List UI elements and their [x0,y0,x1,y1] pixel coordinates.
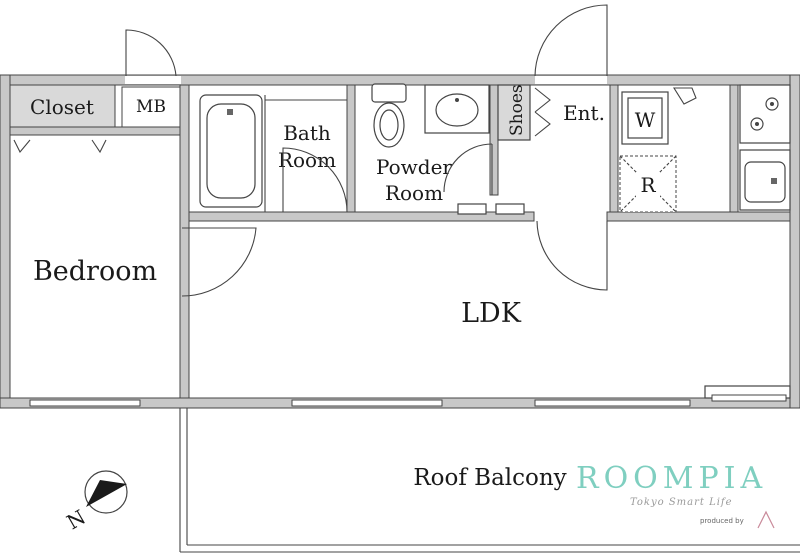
bath-label-1: Bath [283,121,331,145]
kitchen-sink-icon [739,149,791,211]
watermark-tagline: Tokyo Smart Life [630,497,733,508]
ldk-door-swing [536,220,608,291]
closet-label: Closet [30,95,94,119]
compass-needle-icon [86,480,127,507]
shoes-label: Shoes [507,84,527,136]
drain-icon [227,109,233,115]
bedroom-label: Bedroom [33,256,157,287]
bath-door-swing [282,147,348,213]
closet-box [9,84,116,128]
closet-door-mark [13,139,31,153]
compass: N [63,470,128,535]
watermark-produced-by: produced by [700,517,744,525]
balcony-outline [179,408,800,553]
powder-label-1: Powder [376,155,452,179]
watermark-logo-icon [757,510,775,529]
step-left [457,203,487,215]
powder-label-2: Room [385,181,443,205]
closet-door-mark-2 [91,139,107,154]
windows [29,394,787,407]
mb-box [121,86,181,128]
bath-label-2: Room [278,148,336,172]
shoes-cabinet [497,84,531,141]
washer-label: W [635,108,656,132]
washer-tap-icon [673,87,697,105]
toilet-icon [371,83,407,148]
watermark-brand: ROOMPIA [576,461,767,496]
powder-door-swing [443,143,493,193]
shoes-door-mark [534,87,551,137]
stove-icon [739,84,791,144]
interior-walls [9,84,791,399]
balcony-label: Roof Balcony [413,465,566,491]
roompia-watermark: ROOMPIA Tokyo Smart Life produced by [576,461,775,529]
entrance-door-swing [534,4,608,77]
mb-door-swing [125,29,177,77]
mb-label: MB [136,97,166,117]
entrance-label: Ent. [563,101,605,125]
bedroom-door-swing [181,227,257,297]
step-right [495,203,525,215]
compass-north-label: N [63,505,90,535]
sink-icon [424,84,490,134]
fridge-label: R [640,173,656,197]
ldk-label: LDK [461,298,522,329]
bathtub-inner [206,103,256,199]
